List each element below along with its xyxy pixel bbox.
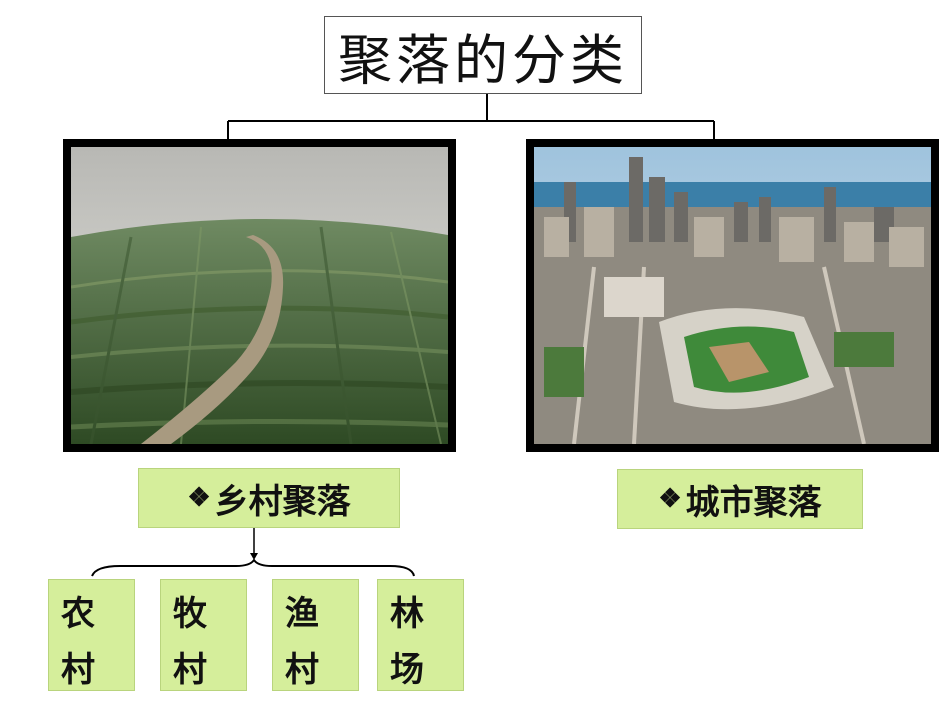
page-title-text: 聚落的分类 [338, 28, 628, 92]
urban-settlement-photo [526, 139, 939, 452]
rural-type-char-2: 村 [173, 650, 207, 690]
category-rural-settlement: ❖ 乡村聚落 [138, 468, 400, 528]
rural-type-char-1: 牧 [173, 594, 207, 634]
rural-type-char-1: 林 [390, 594, 424, 634]
rural-type-farming-village: 农 村 [48, 579, 135, 691]
rural-type-herding-village: 牧 村 [160, 579, 247, 691]
rural-type-char-2: 村 [285, 650, 319, 690]
category-label: 城市聚落 [685, 482, 822, 523]
rural-type-char-2: 村 [61, 650, 95, 690]
diamond-bullet-icon: ❖ [658, 484, 682, 514]
rural-type-char-1: 农 [61, 594, 95, 634]
rural-type-char-2: 场 [390, 650, 424, 690]
rural-type-forest-farm: 林 场 [377, 579, 464, 691]
diamond-bullet-icon: ❖ [187, 483, 211, 513]
rural-type-char-1: 渔 [285, 594, 319, 634]
rural-settlement-photo [63, 139, 456, 452]
page-title: 聚落的分类 [324, 16, 642, 94]
category-label: 乡村聚落 [214, 481, 351, 522]
category-urban-settlement: ❖ 城市聚落 [617, 469, 863, 529]
rural-type-fishing-village: 渔 村 [272, 579, 359, 691]
